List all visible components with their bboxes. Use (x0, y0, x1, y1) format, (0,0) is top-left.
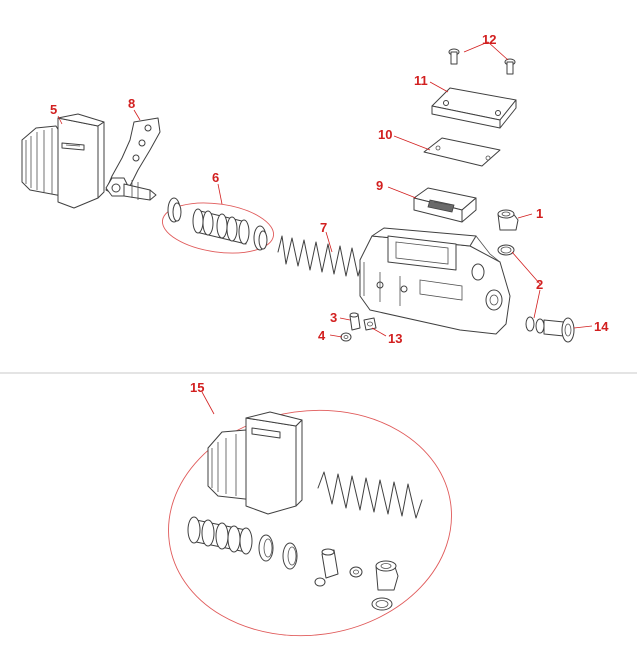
part-11-reservoir-cap (431, 87, 517, 129)
part-15-repair-kit (168, 409, 452, 637)
part-9-diaphragm (413, 187, 477, 223)
master-cylinder-body (359, 227, 511, 335)
part-12-cap-screws (448, 48, 516, 75)
callout-12: 12 (482, 32, 496, 47)
part-10-gasket (423, 137, 501, 167)
part-13-screw (363, 317, 377, 331)
callout-1: 1 (536, 206, 543, 221)
callout-8: 8 (128, 96, 135, 111)
callout-2: 2 (536, 277, 543, 292)
part-14-fitting (543, 317, 575, 343)
part-4-plug (340, 332, 352, 342)
callout-9: 9 (376, 178, 383, 193)
part-7-return-spring (277, 235, 363, 277)
part-1-fitting (497, 209, 519, 231)
callout-3: 3 (330, 310, 337, 325)
callout-4: 4 (318, 328, 326, 343)
callout-6: 6 (212, 170, 219, 185)
callout-11: 11 (414, 73, 428, 88)
callout-13: 13 (388, 331, 402, 346)
part-5-dust-boot (21, 113, 105, 209)
callout-15: 15 (190, 380, 204, 395)
part-3-pin (349, 312, 361, 331)
callout-14: 14 (594, 319, 609, 334)
callout-7: 7 (320, 220, 327, 235)
callout-10: 10 (378, 127, 392, 142)
part-6-piston-assembly (161, 197, 275, 254)
callout-5: 5 (50, 102, 57, 117)
part-8-pushrod-clevis (105, 117, 161, 201)
part-2-o-rings (497, 244, 545, 334)
